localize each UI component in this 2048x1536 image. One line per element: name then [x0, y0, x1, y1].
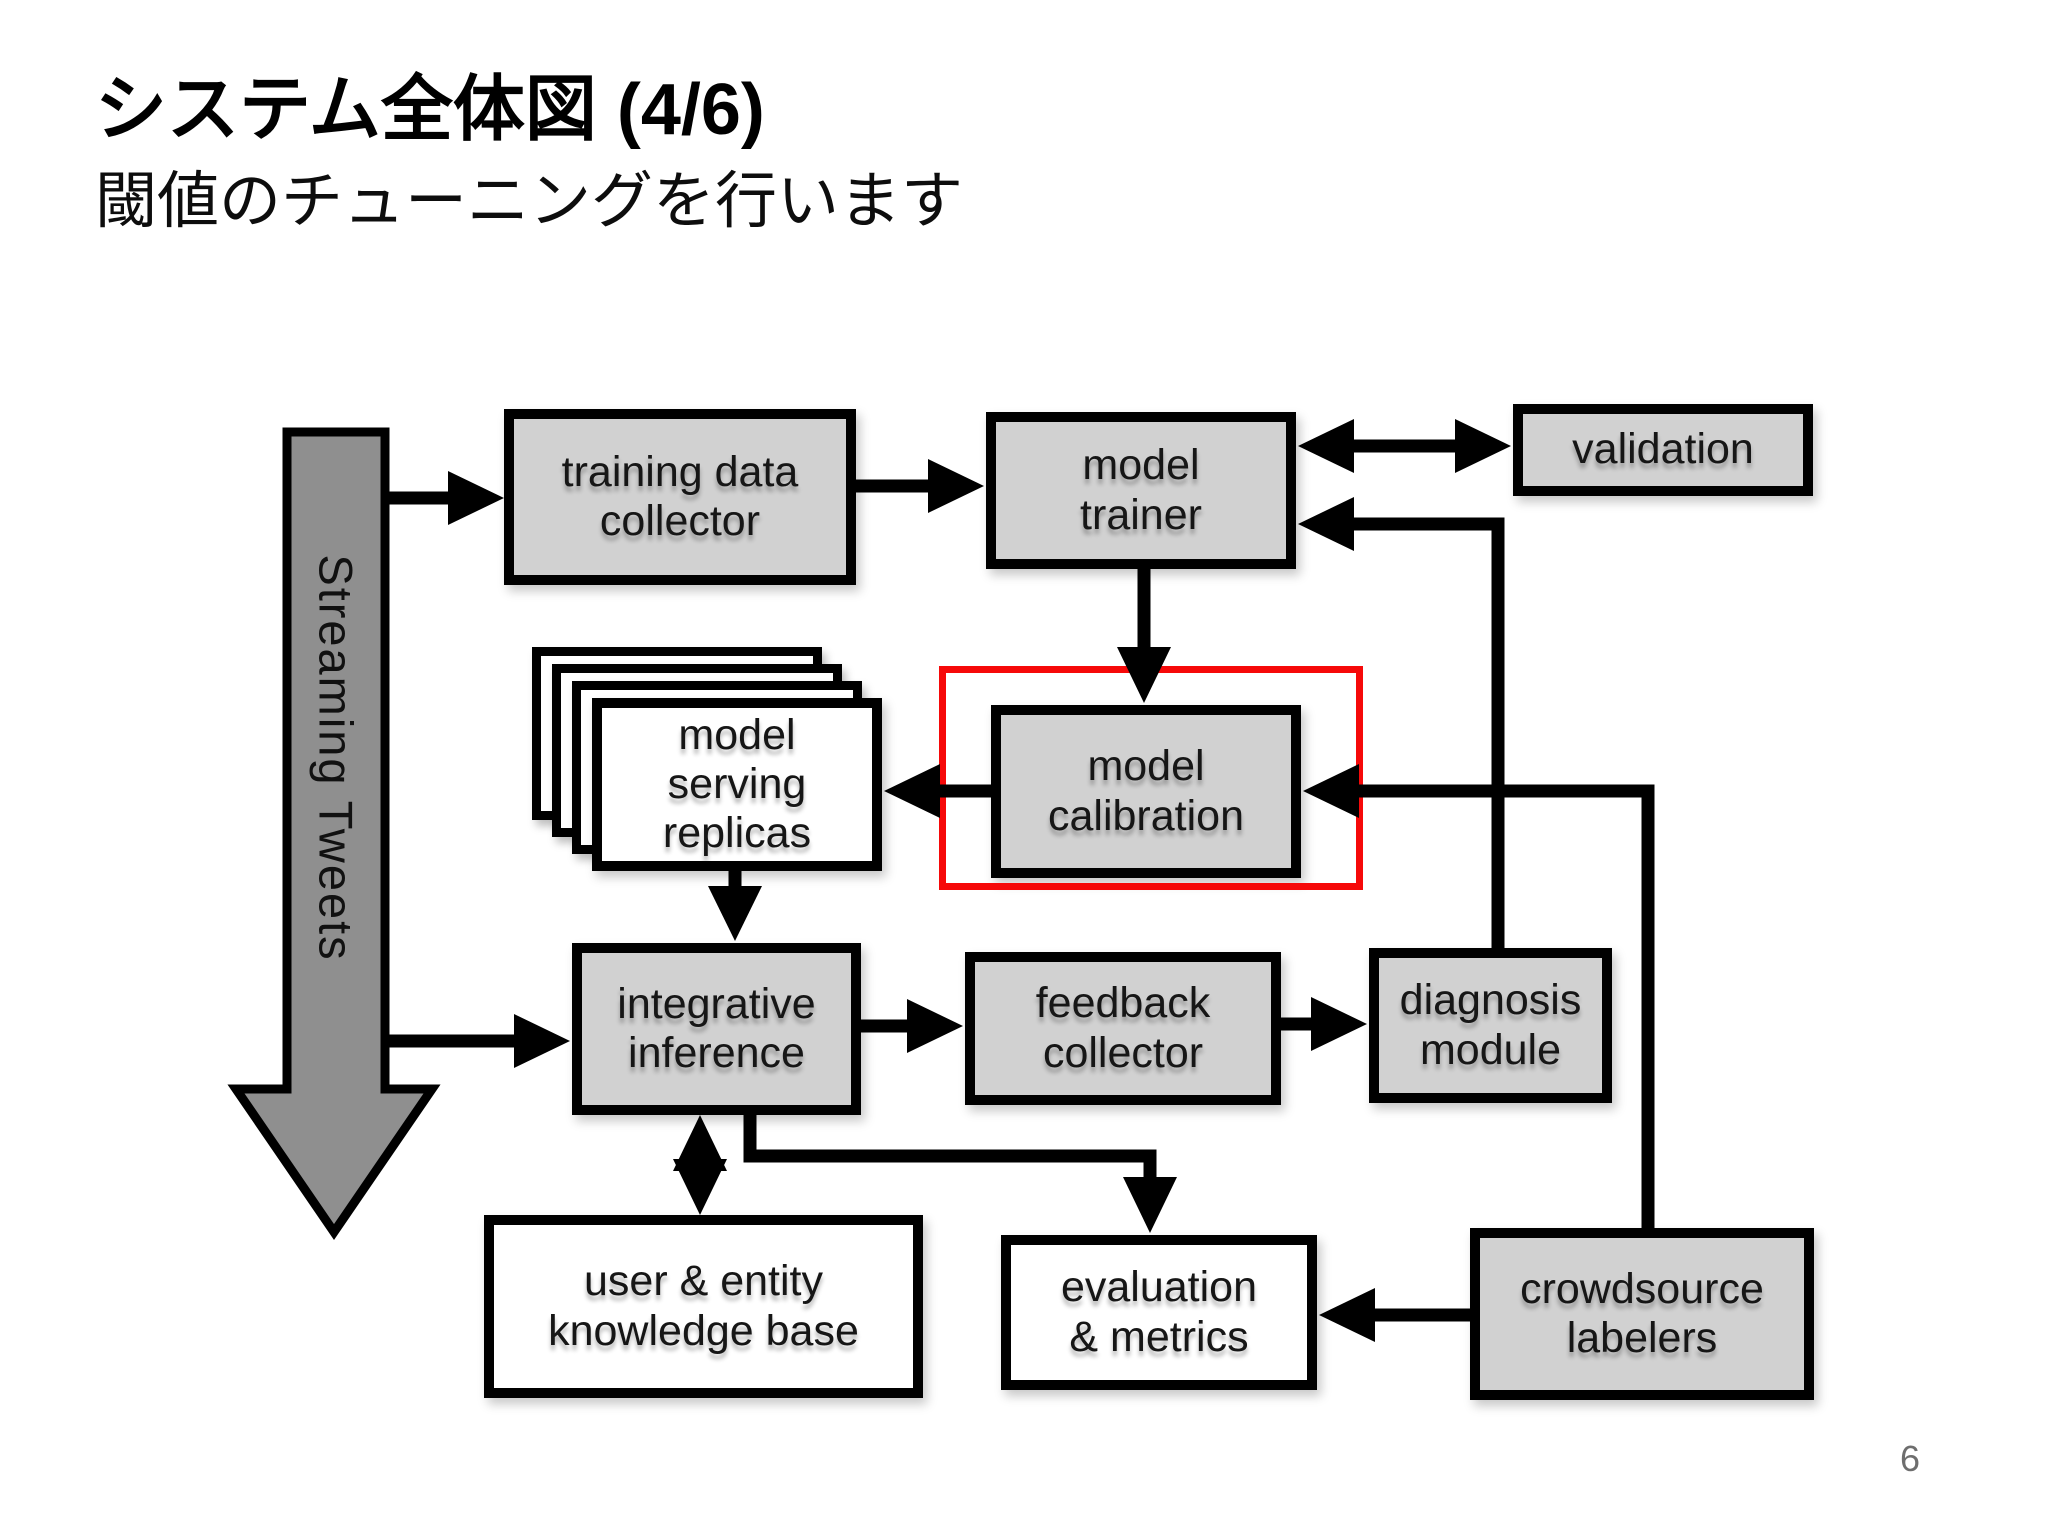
node-crowdsource-labelers: crowdsource labelers [1470, 1228, 1814, 1400]
node-user-entity-knowledge-base: user & entity knowledge base [484, 1215, 923, 1398]
node-evaluation-metrics: evaluation & metrics [1001, 1235, 1317, 1390]
arrow-inference-to-evaluation-head [1123, 1177, 1177, 1233]
arrow-trainer-validation-head-left [1298, 419, 1354, 473]
node-training-data-collector: training data collector [504, 409, 856, 585]
slide-subtitle: 閾値のチューニングを行います [95, 167, 964, 236]
arrow-trainer-validation-head-right [1455, 419, 1511, 473]
node-model-trainer: model trainer [986, 412, 1296, 569]
page-number: 6 [1900, 1438, 1921, 1479]
node-feedback-collector: feedback collector [965, 952, 1281, 1105]
arrow-trainer-to-calibration-head [1117, 647, 1171, 703]
arrow-crowdsource-to-calibration-head [1303, 764, 1359, 818]
arrow-crowdsource-to-calibration-line [1359, 784, 1655, 1228]
node-integrative-inference: integrative inference [572, 943, 861, 1115]
arrow-streaming-to-inference-head [514, 1014, 570, 1068]
arrow-inference-to-evaluation-line [743, 1115, 1157, 1178]
arrow-streaming-to-training-head [448, 471, 504, 525]
arrow-calibration-to-replicas-head [884, 764, 940, 818]
node-diagnosis-module: diagnosis module [1369, 948, 1612, 1103]
arrow-diagnosis-to-trainer-head [1298, 497, 1354, 551]
node-model-calibration: model calibration [991, 705, 1301, 878]
streaming-tweets-label: Streaming Tweets [309, 554, 363, 962]
node-model-serving-replicas: model serving replicas [592, 698, 882, 871]
slide-title: システム全体図 (4/6) [95, 70, 765, 150]
arrow-inference-to-feedback-head [907, 999, 963, 1053]
arrow-inference-kb-head-up [673, 1115, 727, 1171]
node-validation: validation [1513, 404, 1813, 496]
arrow-inference-kb-head-down [673, 1159, 727, 1215]
arrow-feedback-to-diagnosis-head [1311, 997, 1367, 1051]
arrow-diagnosis-to-trainer-line [1354, 517, 1505, 948]
arrow-crowdsource-to-evaluation-head [1319, 1288, 1375, 1342]
arrow-training-to-trainer-head [928, 459, 984, 513]
arrow-replicas-to-inference-head [708, 886, 762, 941]
streaming-tweets-arrow [227, 427, 441, 1240]
